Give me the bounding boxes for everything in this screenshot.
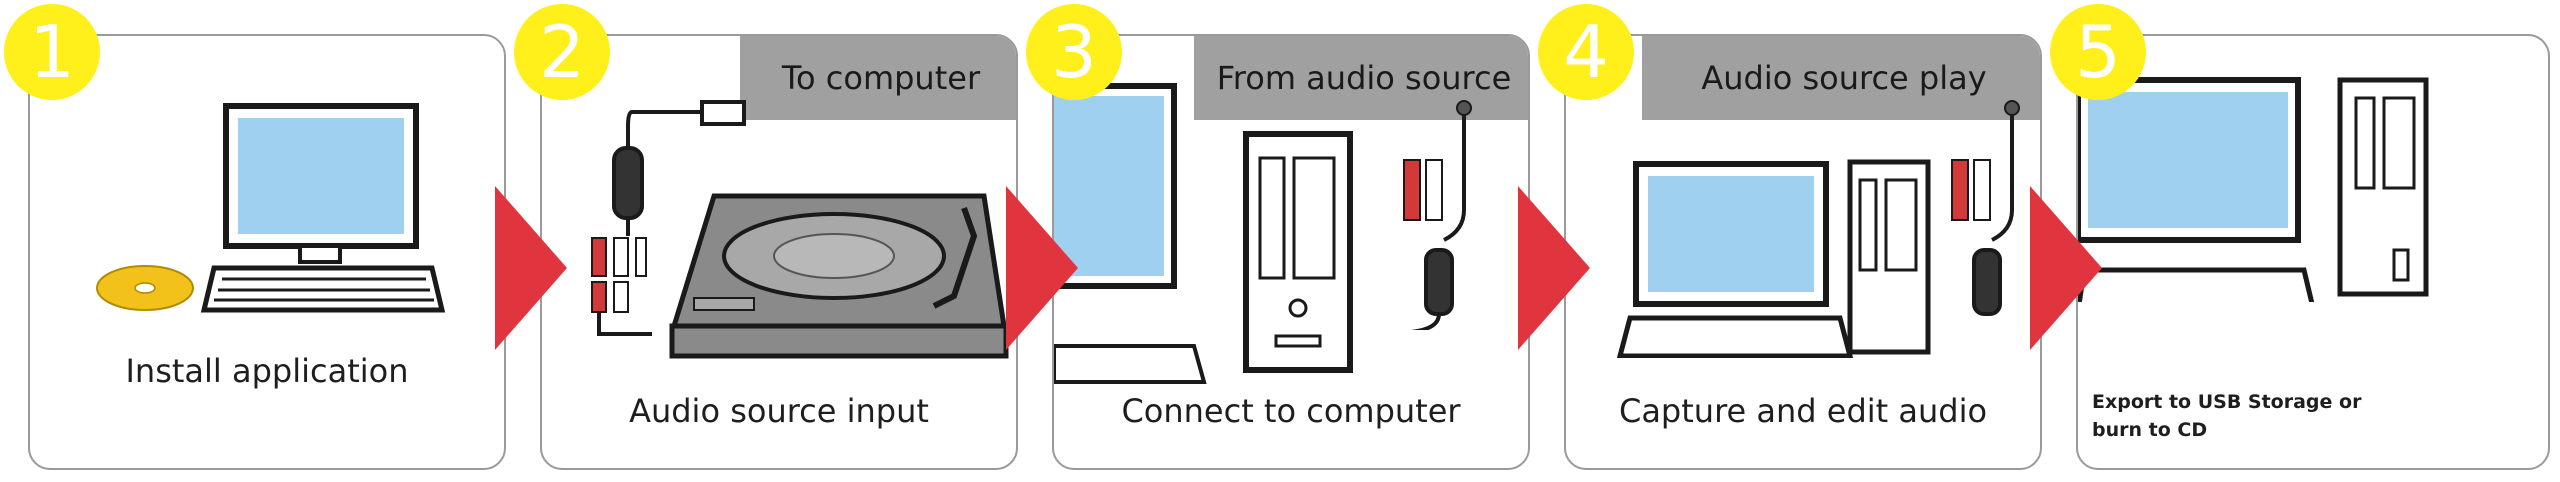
step-2-banner: To computer xyxy=(740,36,1016,120)
desktop-computer-icon xyxy=(1616,161,1854,358)
step-1-panel: Install application xyxy=(28,34,506,470)
step-4-number: 4 xyxy=(1563,10,1609,94)
computer-tower-icon xyxy=(1243,131,1353,373)
rca-cable-icon xyxy=(1951,100,2020,316)
step-5-badge: 5 xyxy=(2050,4,2146,100)
step-2-number: 2 xyxy=(539,10,585,94)
monitor-icon xyxy=(1054,83,1207,384)
step-4-caption: Capture and edit audio xyxy=(1618,392,1988,430)
desktop-computer-icon xyxy=(200,103,446,313)
rca-cable-icon xyxy=(1403,100,1472,330)
usb-cable-icon xyxy=(591,100,746,336)
step-5-caption: Export to USB Storage or burn to CD xyxy=(2092,388,2361,444)
computer-tower-icon xyxy=(2337,77,2429,297)
desktop-computer-icon xyxy=(2078,77,2315,302)
arrow-2-icon xyxy=(1006,186,1078,350)
step-1-caption: Install application xyxy=(125,352,409,390)
arrow-3-icon xyxy=(1518,186,1590,350)
step-3-number: 3 xyxy=(1051,10,1097,94)
step-2-badge: 2 xyxy=(514,4,610,100)
arrow-1-icon xyxy=(495,186,567,350)
step-2-panel: To computer Audio source input xyxy=(540,34,1018,470)
step-1-badge: 1 xyxy=(4,4,100,100)
turntable-icon xyxy=(669,193,1009,359)
step-2-caption: Audio source input xyxy=(629,392,929,430)
step-4-badge: 4 xyxy=(1538,4,1634,100)
step-3-badge: 3 xyxy=(1026,4,1122,100)
step-5-caption-line-2: burn to CD xyxy=(2092,419,2208,441)
arrow-4-icon xyxy=(2030,186,2102,350)
step-1-number: 1 xyxy=(29,10,75,94)
step-5-panel: Export to USB Storage or burn to CD xyxy=(2076,34,2550,470)
step-3-panel: From audio source Connect to computer xyxy=(1052,34,1530,470)
step-5-caption-line-1: Export to USB Storage or xyxy=(2092,391,2362,413)
step-4-panel: Audio source play Capture and edit audio xyxy=(1564,34,2042,470)
computer-tower-icon xyxy=(1847,159,1931,355)
cd-disc-icon xyxy=(96,265,194,311)
step-4-banner: Audio source play xyxy=(1642,36,2040,120)
step-3-banner: From audio source xyxy=(1194,36,1528,120)
step-5-number: 5 xyxy=(2075,10,2121,94)
step-3-caption: Connect to computer xyxy=(1121,392,1461,430)
